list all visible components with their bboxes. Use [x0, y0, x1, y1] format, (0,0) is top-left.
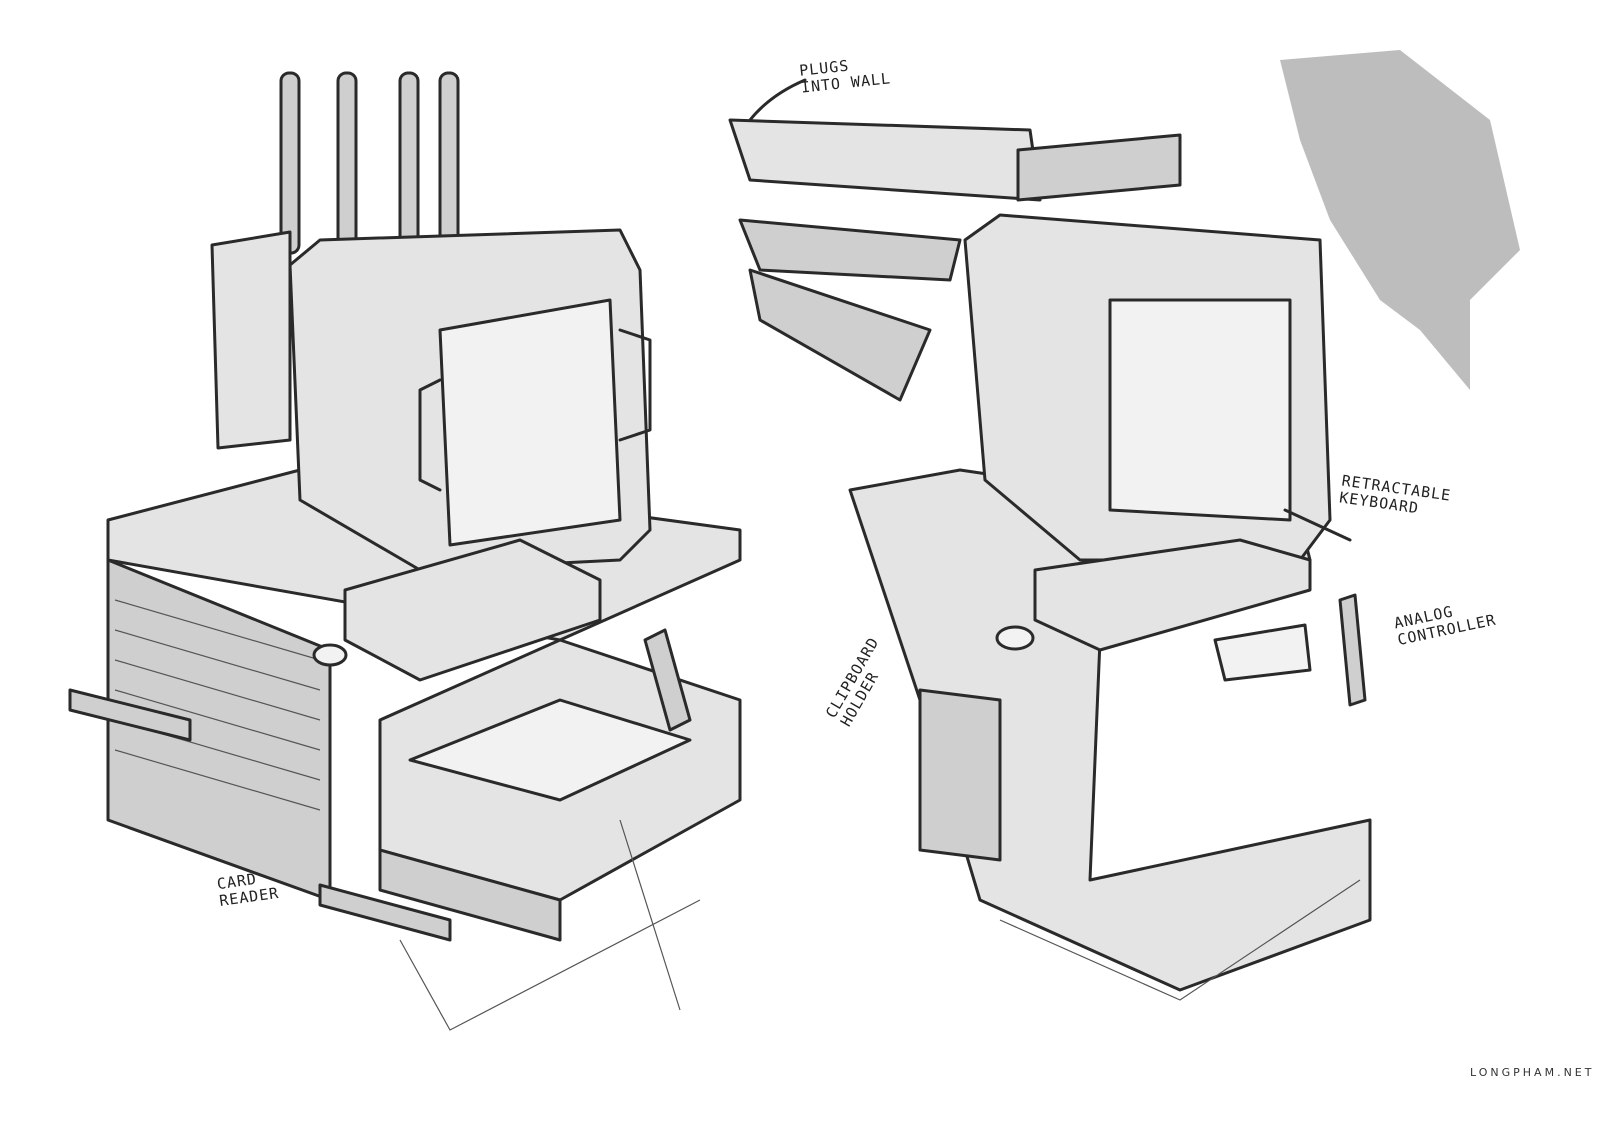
left-console-drawing — [68, 71, 742, 942]
keyboard-arrow — [1283, 508, 1352, 542]
mug-right — [995, 625, 1035, 651]
carry-handles — [68, 688, 452, 942]
right-console-drawing — [728, 78, 1372, 992]
right-monitor-screen — [1108, 298, 1292, 522]
side-vents — [114, 599, 321, 811]
right-joystick — [1338, 593, 1367, 707]
desk-side — [106, 558, 332, 902]
construction-lines — [399, 819, 1361, 1031]
plugs-leader-line — [748, 78, 807, 122]
left-monitor-screen — [438, 298, 622, 547]
left-joystick — [643, 628, 692, 732]
back-unit — [210, 230, 292, 450]
grey-silhouette-sketch — [1280, 50, 1520, 390]
top-box — [1016, 133, 1182, 202]
small-screen — [1213, 623, 1312, 682]
clipboard-compartment — [918, 688, 1002, 862]
retractable-keyboard — [1033, 538, 1312, 652]
mug — [312, 643, 348, 667]
antennas — [279, 71, 460, 255]
wall-arms — [728, 118, 1042, 202]
keyboard-tray — [343, 538, 602, 682]
watermark: LONGPHAM.NET — [1470, 1066, 1595, 1079]
control-panel — [408, 698, 692, 802]
monitor-handles — [418, 328, 652, 492]
